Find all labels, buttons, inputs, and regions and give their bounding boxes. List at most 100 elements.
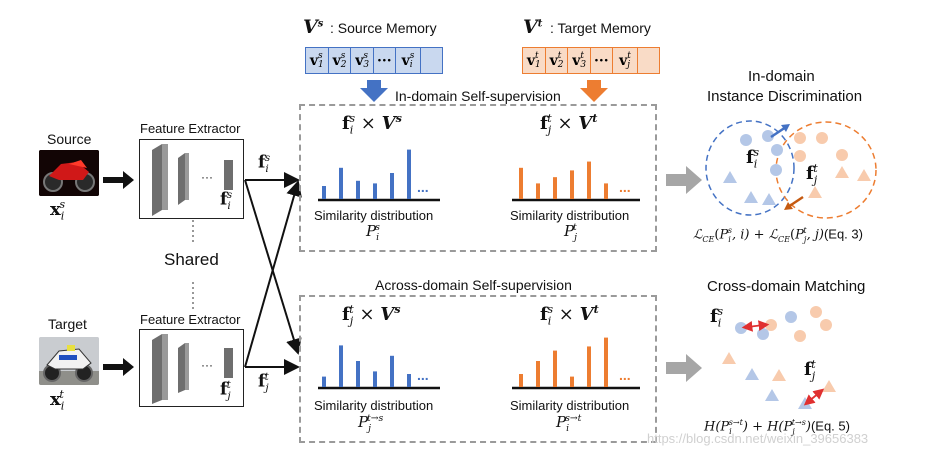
ellipsis-bottom: ··· [201,358,213,372]
indomain-output-arrow [666,166,702,194]
target-memory-cell [638,48,659,73]
motorcycle-icon [39,150,99,196]
across-domain-panel [299,295,657,443]
blue-point [770,164,782,176]
in-domain-right-P: Pjt [564,222,577,243]
across-domain-right-bar [536,361,540,387]
in-domain-left-P: Pis [366,222,380,243]
blue-triangle [723,171,737,183]
cross-domain-matching-title: Cross-domain Matching [707,278,866,295]
across-domain-right-bar [587,346,591,387]
fs-to-across-arrow [244,179,302,355]
target-memory-cell: ··· [591,48,613,73]
instance-discrimination-title-2: Instance Discrimination [707,88,863,105]
source-push-arrow [770,125,787,139]
in-domain-panel [299,104,657,252]
orange-triangle [835,166,849,178]
source-cluster-circle [705,120,795,216]
orange-triangle [857,169,871,181]
orange-point [836,149,848,161]
target-x: xit [50,388,65,413]
cnn-layers-icon [152,334,233,404]
target-input-arrow [103,358,134,376]
source-memory-sup: s [317,18,324,30]
in-domain-right-bar [587,161,591,199]
in-domain-left-bar [373,183,377,199]
source-label: Source [47,131,92,147]
across-domain-right-bar [553,350,557,387]
eq3-formula: ℒCE(Pis, i) + ℒCE(Pjt, j)(Eq. 3) [693,226,863,244]
right-bottom-f-t: fjt [804,358,816,383]
right-top-f-s: fis [746,146,760,171]
f-bottom-out: fjt [258,371,269,395]
orange-point [765,319,777,331]
blue-point [771,144,783,156]
orange-point [820,319,832,331]
source-memory-cell: ··· [374,48,396,73]
blue-point [740,134,752,146]
blue-point [785,311,797,323]
source-memory-title: Vs [303,16,323,38]
orange-triangle [808,186,822,198]
target-memory-title: Vt [523,16,542,38]
orange-point [816,132,828,144]
feature-extractor-bottom [139,329,244,407]
blue-point [762,130,774,142]
across-domain-left-bar [356,361,360,387]
target-push-arrow [787,195,804,209]
across-domain-right-caption: Similarity distribution [510,398,630,413]
across-domain-left-expr: fjt × Vs [342,303,401,328]
target-label: Target [48,316,87,332]
target-memory-down-arrow [580,80,608,102]
feature-extractor-top-label: Feature Extractor [140,121,241,136]
across-domain-left-bar [373,371,377,387]
in-domain-right-bar [536,183,540,199]
cross-domain-matching-plot [722,306,836,409]
blue-triangle [765,389,779,401]
in-domain-right-ellipsis: ... [619,179,631,195]
bars-layer [322,149,608,387]
feature-extractor-bottom-label: Feature Extractor [140,312,241,327]
across-domain-right-bar [604,337,608,387]
blue-point [735,322,747,334]
matching-pull-arrow-target [803,388,825,406]
source-push-arrowhead [781,124,790,132]
eq5-formula: H(Pis→t) + H(Pjt→s)(Eq. 5) [704,418,850,436]
across-domain-right-bar [570,376,574,387]
target-image [39,337,99,385]
source-memory-cell [421,48,442,73]
blue-triangle [744,191,758,203]
feature-extractor-top [139,139,244,219]
instance-discrimination-title-1: In-domain [748,68,815,85]
in-domain-right-bar [553,177,557,199]
across-domain-title: Across-domain Self-supervision [372,277,575,293]
target-memory-sup: t [537,18,543,30]
in-domain-left-bar [390,173,394,199]
in-domain-left-ellipsis: ... [417,179,429,195]
matching-pull-arrow-source [741,320,770,332]
across-domain-left-P: Pjt→s [358,413,384,434]
source-image [39,150,99,196]
shared-label: Shared [164,250,219,269]
across-output-arrow [666,354,702,382]
across-domain-left-bar [339,345,343,387]
blue-point [757,328,769,340]
orange-point [810,306,822,318]
in-domain-left-bar [356,180,360,199]
blue-triangle [745,368,759,380]
source-memory-symbol: V [303,16,318,38]
orange-triangle [722,352,736,364]
ellipsis-top: ··· [201,170,213,184]
ft-to-indomain-arrow [244,180,302,368]
orange-point [794,150,806,162]
across-domain-right-P: Pis→t [556,413,582,434]
source-x: xis [50,198,66,223]
f-bottom-inside: fjt [220,379,231,403]
